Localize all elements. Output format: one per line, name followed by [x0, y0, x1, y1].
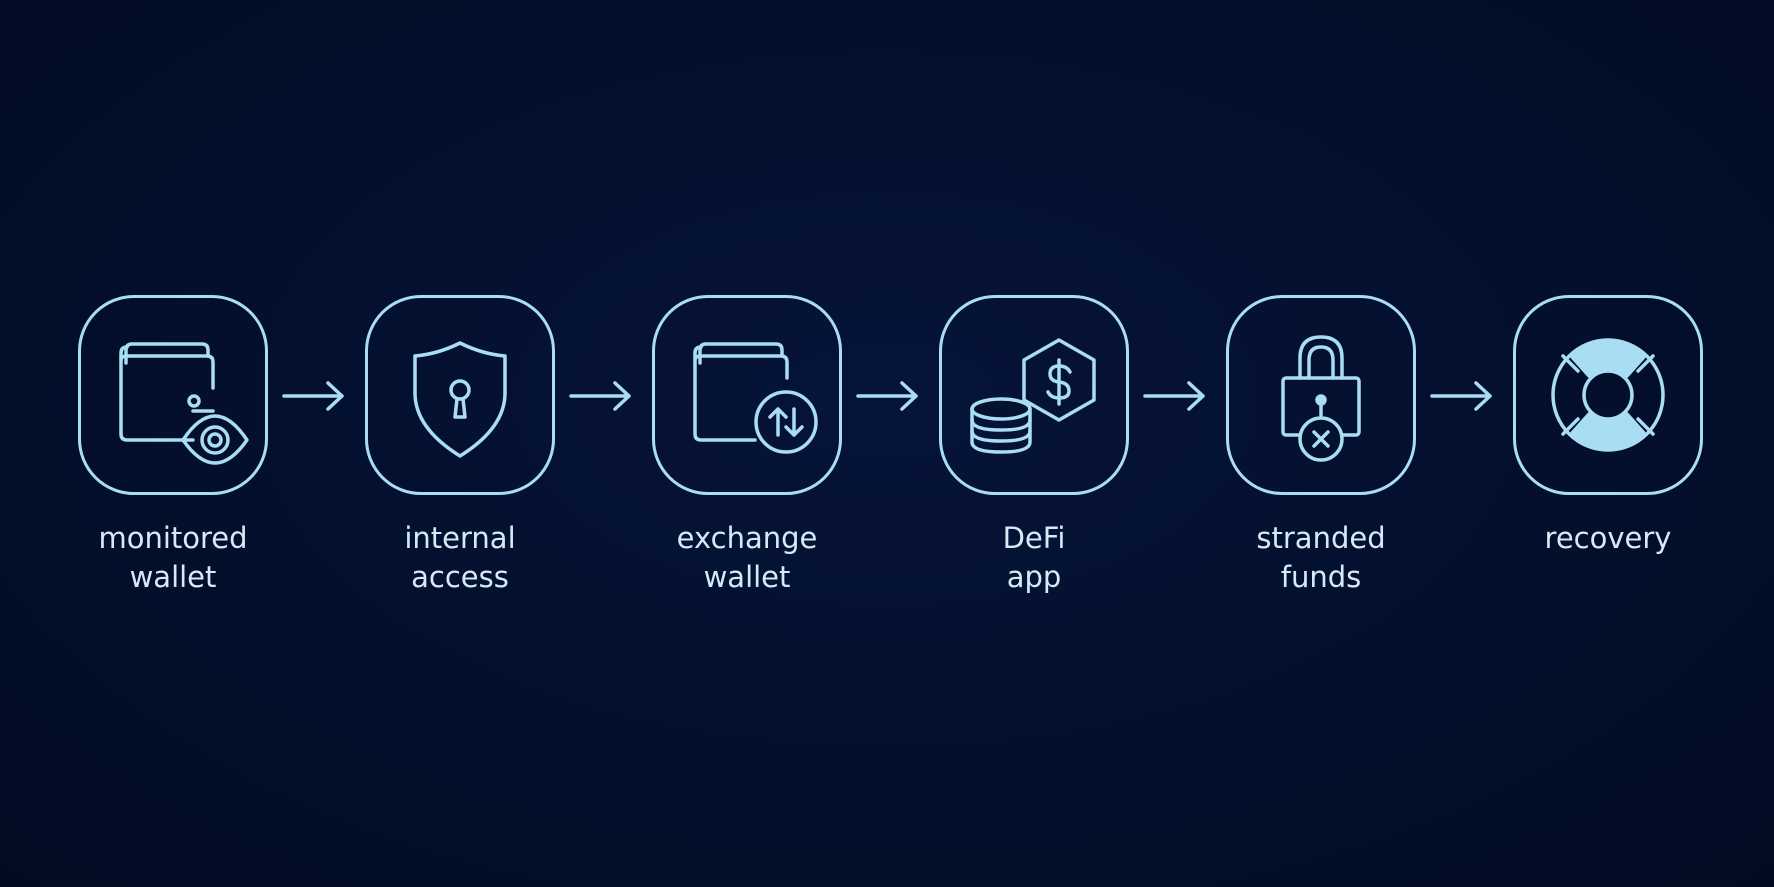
step-label: DeFi app [904, 519, 1164, 597]
step-label: stranded funds [1191, 519, 1451, 597]
step-tile [365, 295, 555, 495]
label-line-1: internal [404, 521, 516, 555]
step-stranded-funds [1226, 295, 1416, 495]
step-monitored-wallet [78, 295, 268, 495]
label-line-2: wallet [703, 560, 791, 594]
step-tile [939, 295, 1129, 495]
label-line-1: recovery [1544, 521, 1672, 555]
label-line-2: wallet [129, 560, 217, 594]
label-line-1: monitored [98, 521, 248, 555]
arrow-right-icon [569, 381, 631, 411]
step-defi-app [939, 295, 1129, 495]
lock-x-icon [1281, 335, 1361, 462]
wallet-exchange-icon [693, 342, 818, 454]
step-tile [652, 295, 842, 495]
label-line-2: app [1006, 560, 1062, 594]
label-line-1: DeFi [1002, 521, 1066, 555]
step-internal-access [365, 295, 555, 495]
step-tile [1226, 295, 1416, 495]
step-label: recovery [1478, 519, 1738, 558]
lifebuoy-icon [1551, 338, 1665, 452]
arrow-right-icon [1143, 381, 1205, 411]
arrow-right-icon [1430, 381, 1492, 411]
step-label: monitored wallet [43, 519, 303, 597]
step-recovery [1513, 295, 1703, 495]
arrow-right-icon [282, 381, 344, 411]
arrow-right-icon [856, 381, 918, 411]
step-label: internal access [330, 519, 590, 597]
coins-hexagon-dollar-icon [970, 338, 1096, 454]
label-line-2: access [411, 560, 509, 594]
step-tile [1513, 295, 1703, 495]
shield-keyhole-icon [413, 341, 507, 458]
label-line-1: exchange [676, 521, 818, 555]
step-exchange-wallet [652, 295, 842, 495]
label-line-1: stranded [1256, 521, 1386, 555]
label-line-2: funds [1280, 560, 1362, 594]
step-tile [78, 295, 268, 495]
step-label: exchange wallet [617, 519, 877, 597]
wallet-eye-icon [119, 342, 249, 465]
